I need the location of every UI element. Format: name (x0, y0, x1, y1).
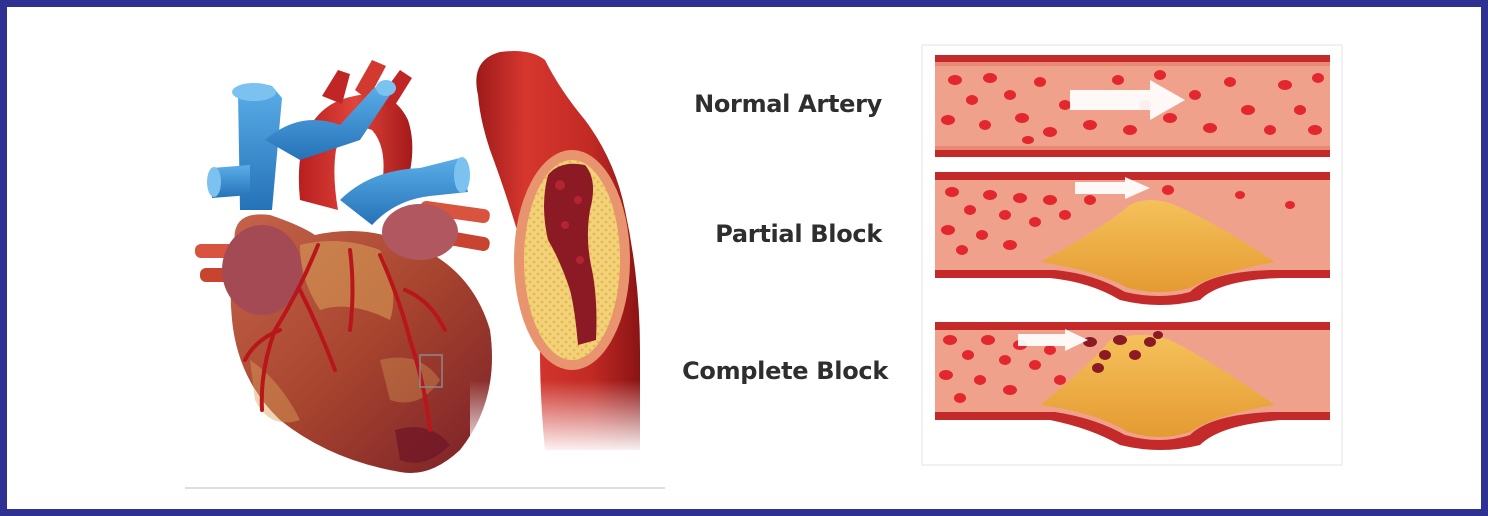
complete-block-label: Complete Block (682, 357, 888, 385)
normal-artery-label: Normal Artery (694, 90, 882, 118)
partial-block-label: Partial Block (715, 220, 882, 248)
heart-illustration (195, 60, 492, 473)
artery-comparison-panel (922, 45, 1342, 465)
vessel-cross-section (470, 51, 650, 455)
normal-artery-graphic (935, 55, 1330, 157)
